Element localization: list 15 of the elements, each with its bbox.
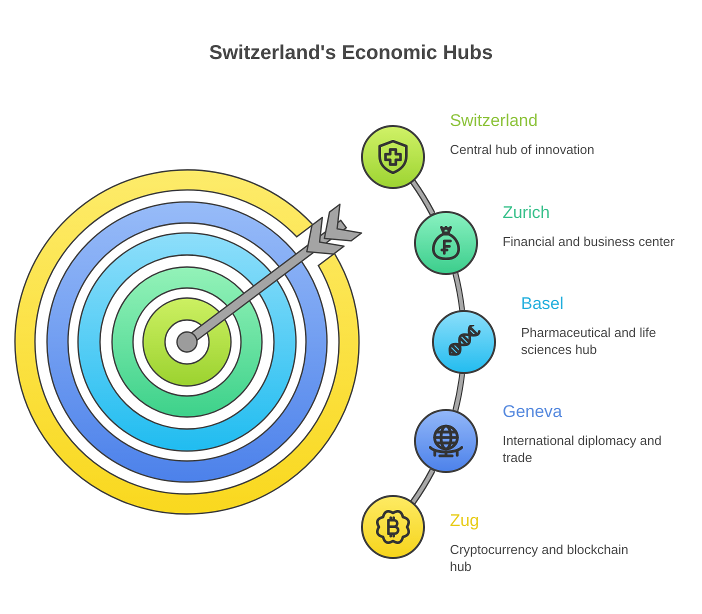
connector-line [411,470,434,504]
hub-description: Pharmaceutical and life sciences hub [521,324,658,358]
connector-line [454,272,464,310]
hub-description: Cryptocurrency and blockchain hub [450,541,630,576]
hub-name: Zurich [502,202,550,224]
hub-description: International diplomacy and trade [502,432,663,466]
hub-name: Zug [450,510,480,532]
hub-description: Central hub of innovation [450,140,594,158]
hub-name: Geneva [502,401,562,424]
diagram-title: Switzerland's Economic Hubs [209,41,493,66]
connector-line [454,374,464,412]
hub-name: Switzerland [450,110,538,132]
hub-name: Basel [521,293,564,315]
connector-line [411,180,434,214]
hub-description: Financial and business center [502,232,675,250]
